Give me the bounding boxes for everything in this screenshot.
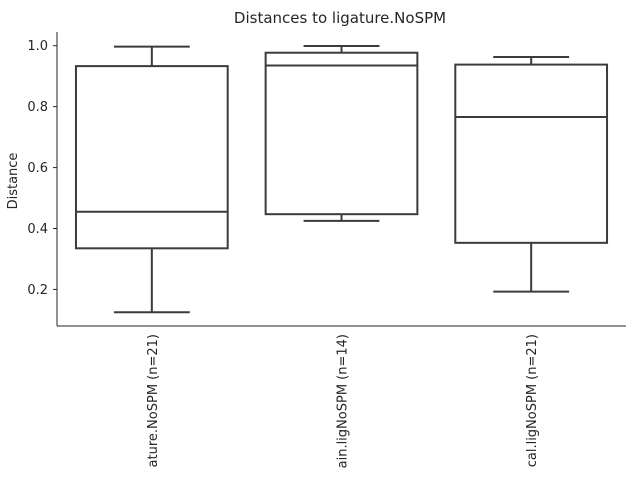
x-category-label: cal.ligNoSPM (n=21) [525,334,540,467]
y-tick-label: 0.8 [27,100,48,115]
boxes-group [74,45,609,314]
box-2 [264,45,419,222]
x-axis: ature.NoSPM (n=21) ain.ligNoSPM (n=14) cal… [57,325,626,468]
x-category-label: ature.NoSPM (n=21) [146,334,161,467]
y-axis: 0.2 0.4 0.6 0.8 1.0 [27,32,58,326]
y-axis-label: Distance [6,153,21,210]
box-1 [74,45,229,314]
y-tick-label: 0.2 [27,283,48,298]
y-tick-label: 0.6 [27,161,48,176]
iqr-box [74,65,229,250]
iqr-box [454,63,609,244]
y-tick-label: 0.4 [27,222,48,237]
x-category-label: ain.ligNoSPM (n=14) [336,334,351,468]
box-3 [454,55,609,293]
chart-title: Distances to ligature.NoSPM [234,9,446,27]
iqr-box [264,51,419,216]
y-tick-label: 1.0 [27,39,48,54]
